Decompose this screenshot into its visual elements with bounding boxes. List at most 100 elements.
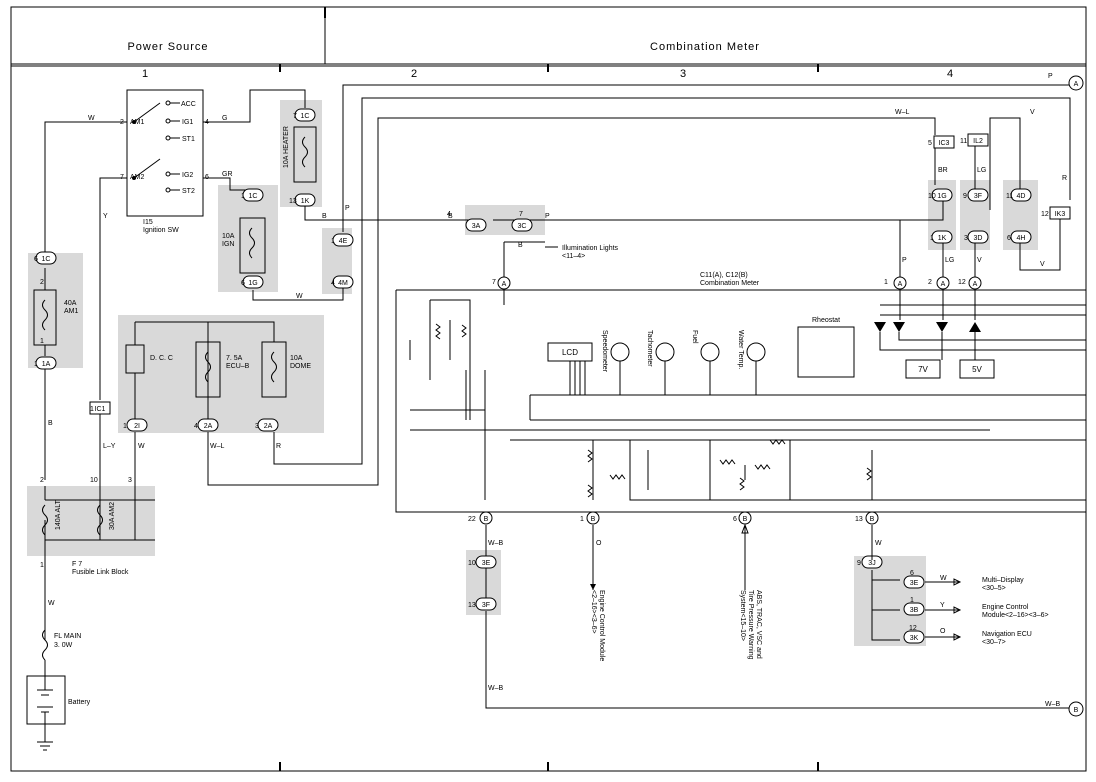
connector-label: 4D xyxy=(1017,193,1026,200)
wire-label: G xyxy=(222,115,227,122)
pin-number: 4 xyxy=(194,423,198,430)
wire-label: V xyxy=(1030,109,1035,116)
connector xyxy=(511,218,533,232)
connector-label: 2A xyxy=(264,423,273,430)
fuse-label: 10A HEATER xyxy=(283,126,290,168)
connector xyxy=(465,218,487,232)
fuse-symbols xyxy=(33,126,317,661)
block-name: F 7 xyxy=(72,561,82,568)
connector-label: 3F xyxy=(974,193,982,200)
fuse-label: ECU–B xyxy=(226,363,250,370)
switch-term: ST1 xyxy=(182,136,195,143)
wire-label: LG xyxy=(945,257,954,264)
connector xyxy=(903,630,925,644)
pin-number: 9 xyxy=(857,560,861,567)
connector-label: IL2 xyxy=(973,138,983,145)
wire-label: P xyxy=(345,205,350,212)
connector-label: 1A xyxy=(42,361,51,368)
pin-number: 1 xyxy=(40,338,44,345)
connector xyxy=(197,418,219,432)
pin-number: 4 xyxy=(447,211,451,218)
meter-terminal xyxy=(497,276,511,290)
wire-label: P xyxy=(902,257,907,264)
meter-terminal xyxy=(968,276,982,290)
wire-label: V xyxy=(1040,261,1045,268)
wire-label: W–L xyxy=(210,443,225,450)
wire-label: W xyxy=(48,600,55,607)
connector-label: 1C xyxy=(301,113,310,120)
meter-terminal xyxy=(936,276,950,290)
connector xyxy=(257,418,279,432)
connector xyxy=(903,602,925,616)
connector-label: 3E xyxy=(482,560,491,567)
illumination-ref: <11–4> xyxy=(562,253,585,260)
switch-term: AM2 xyxy=(130,174,145,181)
pin-number: 2 xyxy=(40,477,44,484)
connector-label: 4M xyxy=(338,280,348,287)
wire-label: R xyxy=(276,443,281,450)
meter-terminal-label: A xyxy=(898,281,903,288)
battery-symbol xyxy=(26,660,66,751)
switch-name: I15 xyxy=(143,219,153,226)
connector xyxy=(35,356,57,370)
pin-number: 6 xyxy=(34,256,38,263)
meter-terminal-label: A xyxy=(502,281,507,288)
wire-label: Y xyxy=(940,602,945,609)
output-ecm: Engine Control Module xyxy=(598,590,605,661)
gauge-label: Fuel xyxy=(691,330,698,344)
connector xyxy=(933,135,955,149)
connector-label: 4E xyxy=(339,238,348,245)
pin-number: 13 xyxy=(289,198,297,205)
pin-number: 22 xyxy=(468,516,476,523)
pin-number: 3 xyxy=(964,235,968,242)
connector-label: IC3 xyxy=(939,140,950,147)
pin-number: 6 xyxy=(910,570,914,577)
output-multi-display: Multi–Display xyxy=(982,577,1024,584)
pin-number: 1 xyxy=(123,423,127,430)
meter-terminal xyxy=(893,276,907,290)
connector xyxy=(35,251,57,265)
meter-terminal xyxy=(865,511,879,525)
pin-number: 1 xyxy=(40,562,44,569)
battery-label: Battery xyxy=(68,699,91,706)
wire-label: O xyxy=(596,540,602,547)
connector-label: 1K xyxy=(938,235,947,242)
block-title: Fusible Link Block xyxy=(72,569,129,576)
output-abs: System<15–10> xyxy=(739,590,746,641)
pin-number: 6 xyxy=(733,516,737,523)
fuse-label: IGN xyxy=(222,241,234,248)
wire-label: W–B xyxy=(488,540,504,547)
ref-a-label: A xyxy=(1074,81,1079,88)
column-number: 3 xyxy=(680,68,686,80)
pin-number: 1 xyxy=(580,516,584,523)
combination-meter: C11(A), C12(B) Combination Meter LCD Spe… xyxy=(395,272,1086,513)
connector-label: 1C xyxy=(249,193,258,200)
wire-label: LG xyxy=(977,167,986,174)
meter-terminal-label: B xyxy=(870,516,875,523)
fuse-label: 40A xyxy=(64,300,77,307)
output-navigation-ref: <30–7> xyxy=(982,639,1006,646)
pin-number: 4 xyxy=(331,280,335,287)
output-engine-control-ref: Module<2–16><3–6> xyxy=(982,612,1049,619)
switch-term: IG2 xyxy=(182,172,193,179)
meter-terminal-label: B xyxy=(743,516,748,523)
fuse-label: 30A AM2 xyxy=(109,502,116,530)
pin-number: 3 xyxy=(128,477,132,484)
pin-number: 7 xyxy=(519,211,523,218)
meter-terminal-label: B xyxy=(484,516,489,523)
pin-number: 12 xyxy=(909,625,917,632)
pin-number: 10 xyxy=(468,560,476,567)
connector xyxy=(1049,206,1071,220)
fuse-label: D. C. C xyxy=(150,355,173,362)
connector xyxy=(1010,188,1032,202)
fuse-label: 140A ALT xyxy=(55,499,62,530)
pin-number: 2 xyxy=(928,279,932,286)
wire-label: R xyxy=(1062,175,1067,182)
wire-label: L–Y xyxy=(103,443,116,450)
pin-number: 6 xyxy=(1007,235,1011,242)
connector xyxy=(294,108,316,122)
fuse-label: 7. 5A xyxy=(226,355,243,362)
meter-terminal-label: B xyxy=(591,516,596,523)
connector xyxy=(242,188,264,202)
pin-number: 1 xyxy=(930,235,934,242)
